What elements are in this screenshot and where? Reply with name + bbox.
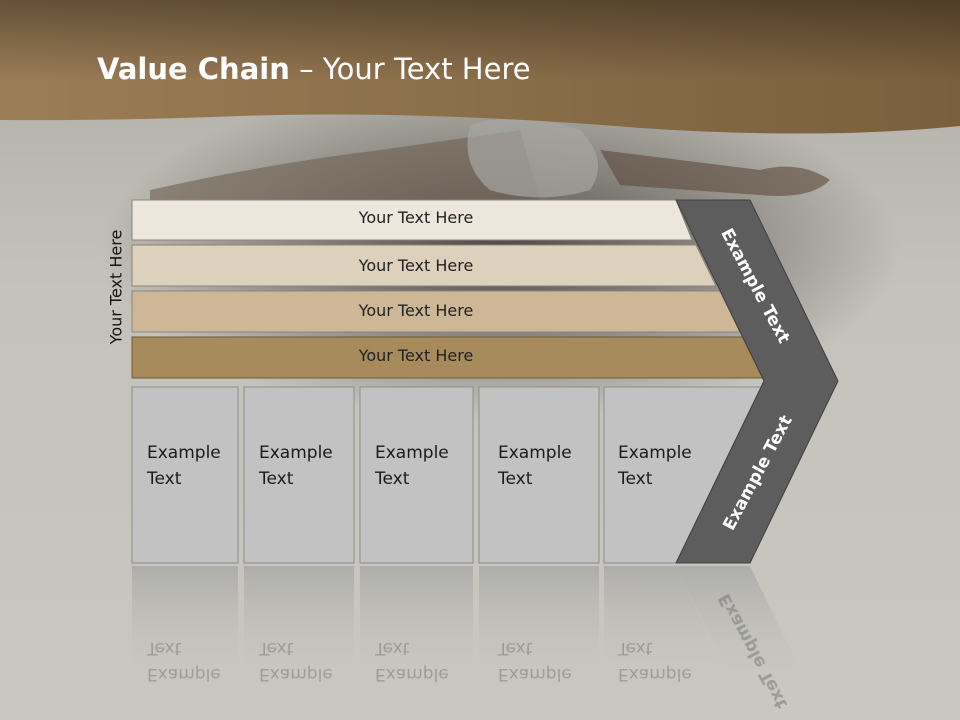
bar-4-label: Your Text Here [358, 346, 474, 365]
cell-4-line1: Example [498, 443, 572, 463]
title-bold: Value Chain [97, 52, 290, 86]
cell-1-line2: Text [147, 469, 182, 489]
cell-4 [478, 386, 600, 564]
bar-2-label: Your Text Here [358, 256, 474, 275]
reflection-chevron: Example Text [714, 590, 793, 712]
cell-1-line1: Example [147, 443, 221, 463]
bar-3-label: Your Text Here [358, 301, 474, 320]
cell-5-line2: Text [618, 469, 653, 489]
title-rest: – Your Text Here [289, 52, 531, 86]
bar-1-label: Your Text Here [358, 208, 474, 227]
cell-4-line2: Text [498, 469, 533, 489]
cell-3 [359, 386, 474, 564]
cell-2-line1: Example [259, 443, 333, 463]
cell-3-line2: Text [375, 469, 410, 489]
bar-2 [131, 244, 717, 287]
side-label: Your Text Here [106, 229, 126, 345]
page-title: Value Chain – Your Text Here [97, 52, 531, 86]
cell-2-line2: Text [259, 469, 294, 489]
cell-3-line1: Example [375, 443, 449, 463]
header-band [0, 0, 960, 134]
cell-5-line1: Example [618, 443, 692, 463]
cell-1 [131, 386, 239, 564]
cell-2 [243, 386, 355, 564]
bar-1 [131, 199, 693, 241]
chevron-shape [675, 199, 839, 564]
